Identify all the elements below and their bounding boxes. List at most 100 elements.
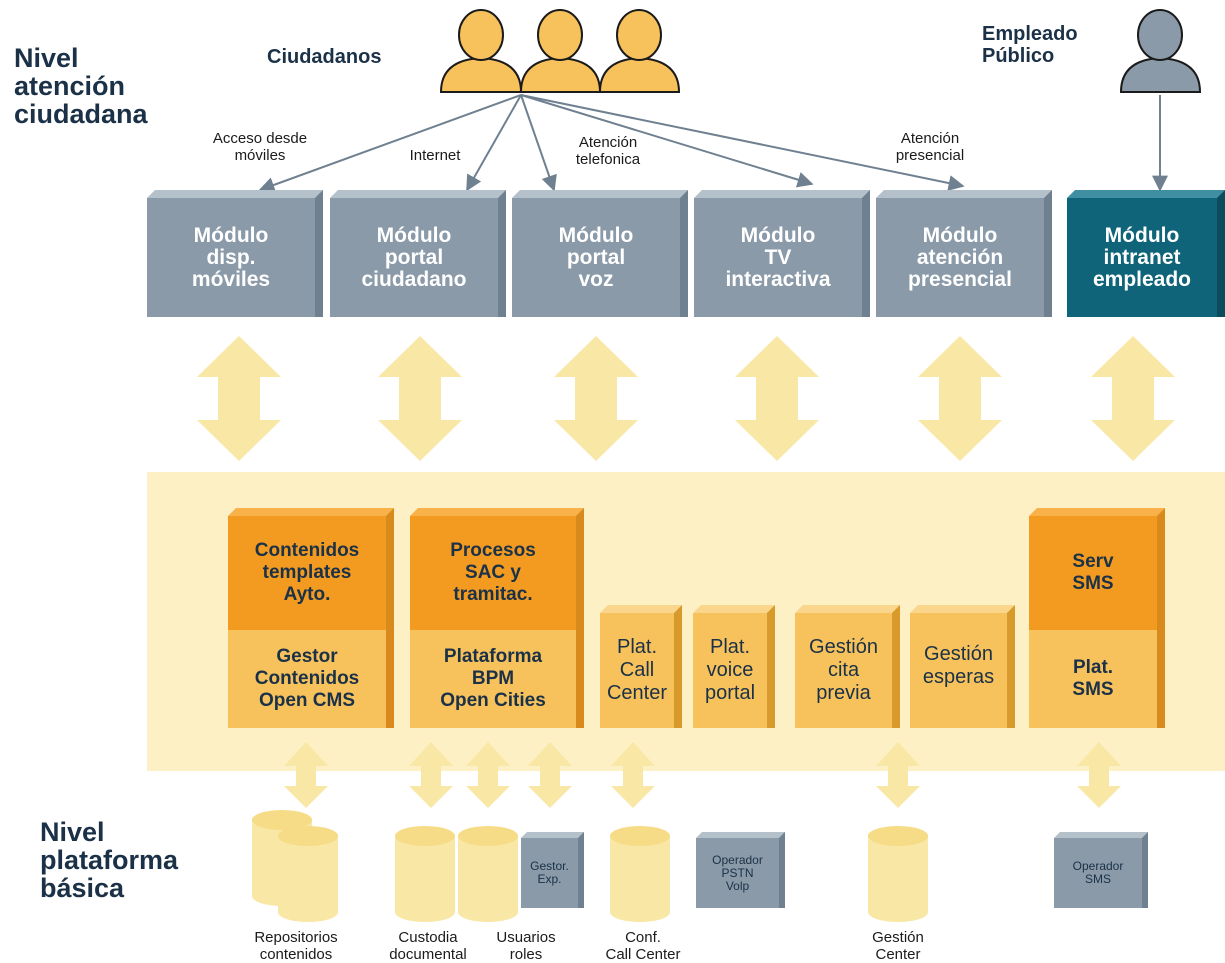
bottom-label-line: Gestión xyxy=(872,929,924,946)
module-line: Módulo xyxy=(193,223,269,247)
double-arrow xyxy=(918,336,1002,461)
resource-line: Gestor. xyxy=(530,859,569,873)
level-title-line: Nivel xyxy=(14,43,79,73)
bottom-label-line: roles xyxy=(509,946,543,963)
module-intranet-empleado: Módulo intranet empleado xyxy=(1067,190,1225,317)
double-arrows xyxy=(197,336,1175,461)
resource-line: PSTN xyxy=(721,865,754,880)
channel-connectors xyxy=(258,94,1168,193)
module-line: Módulo xyxy=(376,223,452,247)
platform-line: Gestión xyxy=(924,643,993,665)
platform-line: cita xyxy=(827,659,860,681)
module-atencion-presencial: Módulo atención presencial xyxy=(876,190,1052,317)
platform-line: Gestor xyxy=(276,646,338,667)
employee-label-line: Empleado xyxy=(982,23,1078,45)
small-double-arrow xyxy=(876,742,920,808)
module-line: atención xyxy=(916,245,1004,269)
resource-line: SMS xyxy=(1084,872,1111,886)
platform-line: Ayto. xyxy=(283,584,331,605)
platform-line: Contenidos xyxy=(254,540,360,561)
resource-operador-pstn: Operador PSTN Volp xyxy=(696,832,785,908)
channel-label-line: telefonica xyxy=(575,151,641,168)
platform-line: SAC y xyxy=(465,562,521,583)
platform-line: Plat. xyxy=(616,636,658,658)
double-arrow xyxy=(378,336,462,461)
platform-cms-lower: Gestor Contenidos Open CMS xyxy=(228,630,386,728)
platform-line: Open Cities xyxy=(440,690,546,711)
module-line: interactiva xyxy=(725,267,831,291)
citizen-person-icon xyxy=(519,9,602,93)
database-icon xyxy=(610,826,670,922)
module-line: presencial xyxy=(908,267,1012,291)
module-line: voz xyxy=(578,267,614,291)
bottom-label-repositorios: Repositorios contenidos xyxy=(236,929,356,963)
channel-label-line: Acceso desde xyxy=(212,130,308,147)
channel-label-in-person: Atención presencial xyxy=(882,130,978,164)
bottom-label-custodia: Custodia documental xyxy=(378,929,478,963)
platform-line: Call xyxy=(619,659,655,681)
module-line: Módulo xyxy=(1104,223,1180,247)
channel-label-internet: Internet xyxy=(409,147,461,164)
module-line: portal xyxy=(566,245,626,269)
platform-sms-lower: Plat. SMS xyxy=(1029,630,1157,728)
small-double-arrow xyxy=(284,742,328,808)
platform-line: SMS xyxy=(1072,679,1114,700)
citizen-person-icon xyxy=(439,9,523,93)
platform-line: Open CMS xyxy=(258,690,356,711)
resource-line: Volp xyxy=(725,878,750,893)
module-line: Módulo xyxy=(558,223,634,247)
level-title-line: Nivel xyxy=(40,817,105,847)
platform-line: Plataforma xyxy=(443,646,543,667)
resource-line: Exp. xyxy=(537,872,562,886)
level-title-line: plataforma xyxy=(40,845,179,875)
platform-sms-upper: Serv SMS xyxy=(1029,516,1157,630)
platform-line: Procesos xyxy=(450,540,536,561)
channel-label-phone: Atención telefonica xyxy=(560,134,656,168)
employee-label-line: Público xyxy=(982,45,1055,67)
small-double-arrow xyxy=(466,742,510,808)
bottom-label-line: Center xyxy=(875,946,921,963)
module-line: TV xyxy=(764,245,792,269)
bottom-label-line: Conf. xyxy=(625,929,661,946)
platform-line: BPM xyxy=(471,668,515,689)
platform-cms: Contenidos templates Ayto. Gestor Conten… xyxy=(228,508,394,728)
bottom-label-gestion-center: Gestión Center xyxy=(848,929,948,963)
bottom-label-usuarios: Usuarios roles xyxy=(484,929,568,963)
module-line: intranet xyxy=(1103,245,1181,269)
platform-esperas: Gestión esperas xyxy=(910,605,1015,728)
module-line: disp. xyxy=(206,245,256,269)
small-double-arrow xyxy=(528,742,572,808)
platform-bpm-lower: Plataforma BPM Open Cities xyxy=(410,630,576,728)
channel-label-line: presencial xyxy=(895,147,965,164)
double-arrow xyxy=(197,336,281,461)
double-arrow xyxy=(1091,336,1175,461)
small-double-arrow xyxy=(1077,742,1121,808)
platform-line: Center xyxy=(606,682,668,704)
database-icon xyxy=(868,826,928,922)
platform-line: Plat. xyxy=(1072,657,1114,678)
small-double-arrow xyxy=(409,742,453,808)
citizens-label: Ciudadanos xyxy=(267,46,382,68)
database-icon xyxy=(458,826,518,922)
small-double-arrows xyxy=(284,742,1121,808)
platform-line: tramitac. xyxy=(453,584,533,605)
bottom-label-line: Call Center xyxy=(605,946,681,963)
module-line: empleado xyxy=(1092,267,1192,291)
level-title-line: atención xyxy=(14,71,126,101)
channel-label-line: móviles xyxy=(234,147,286,164)
platform-line: Gestión xyxy=(809,636,878,658)
bottom-label-line: documental xyxy=(389,946,467,963)
database-icon xyxy=(278,826,338,922)
resource-operador-sms: Operador SMS xyxy=(1054,832,1148,908)
small-double-arrow xyxy=(611,742,655,808)
module-moviles: Módulo disp. móviles xyxy=(147,190,323,317)
channel-label-mobile: Acceso desde móviles xyxy=(195,130,325,164)
channel-label-line: Atención xyxy=(900,130,960,147)
module-portal-voz: Módulo portal voz xyxy=(512,190,688,317)
double-arrow xyxy=(735,336,819,461)
module-line: portal xyxy=(384,245,444,269)
module-line: Módulo xyxy=(740,223,816,247)
platform-line: SMS xyxy=(1072,573,1114,594)
platform-line: Contenidos xyxy=(254,668,360,689)
level-title-atencion: Nivel atención ciudadana xyxy=(14,44,148,128)
